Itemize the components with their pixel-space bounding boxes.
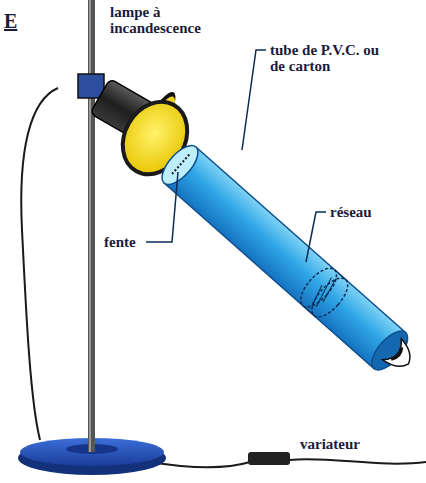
eye xyxy=(383,339,418,375)
leader-line xyxy=(306,212,326,262)
part-name: réseau xyxy=(330,204,372,220)
leader-line xyxy=(242,50,266,150)
part-name: tube de P.V.C. ou de carton xyxy=(270,42,390,74)
part-name: variateur xyxy=(300,436,360,452)
stand-rod xyxy=(88,0,95,452)
stand-rod xyxy=(89,0,91,452)
variator-box xyxy=(248,452,290,465)
tube xyxy=(156,140,414,376)
part-name: fente xyxy=(104,234,136,250)
part-name: lampe à incandescence xyxy=(110,4,222,36)
leader-line xyxy=(146,172,178,242)
power-wire xyxy=(21,88,58,440)
section-letter: E xyxy=(4,10,17,32)
